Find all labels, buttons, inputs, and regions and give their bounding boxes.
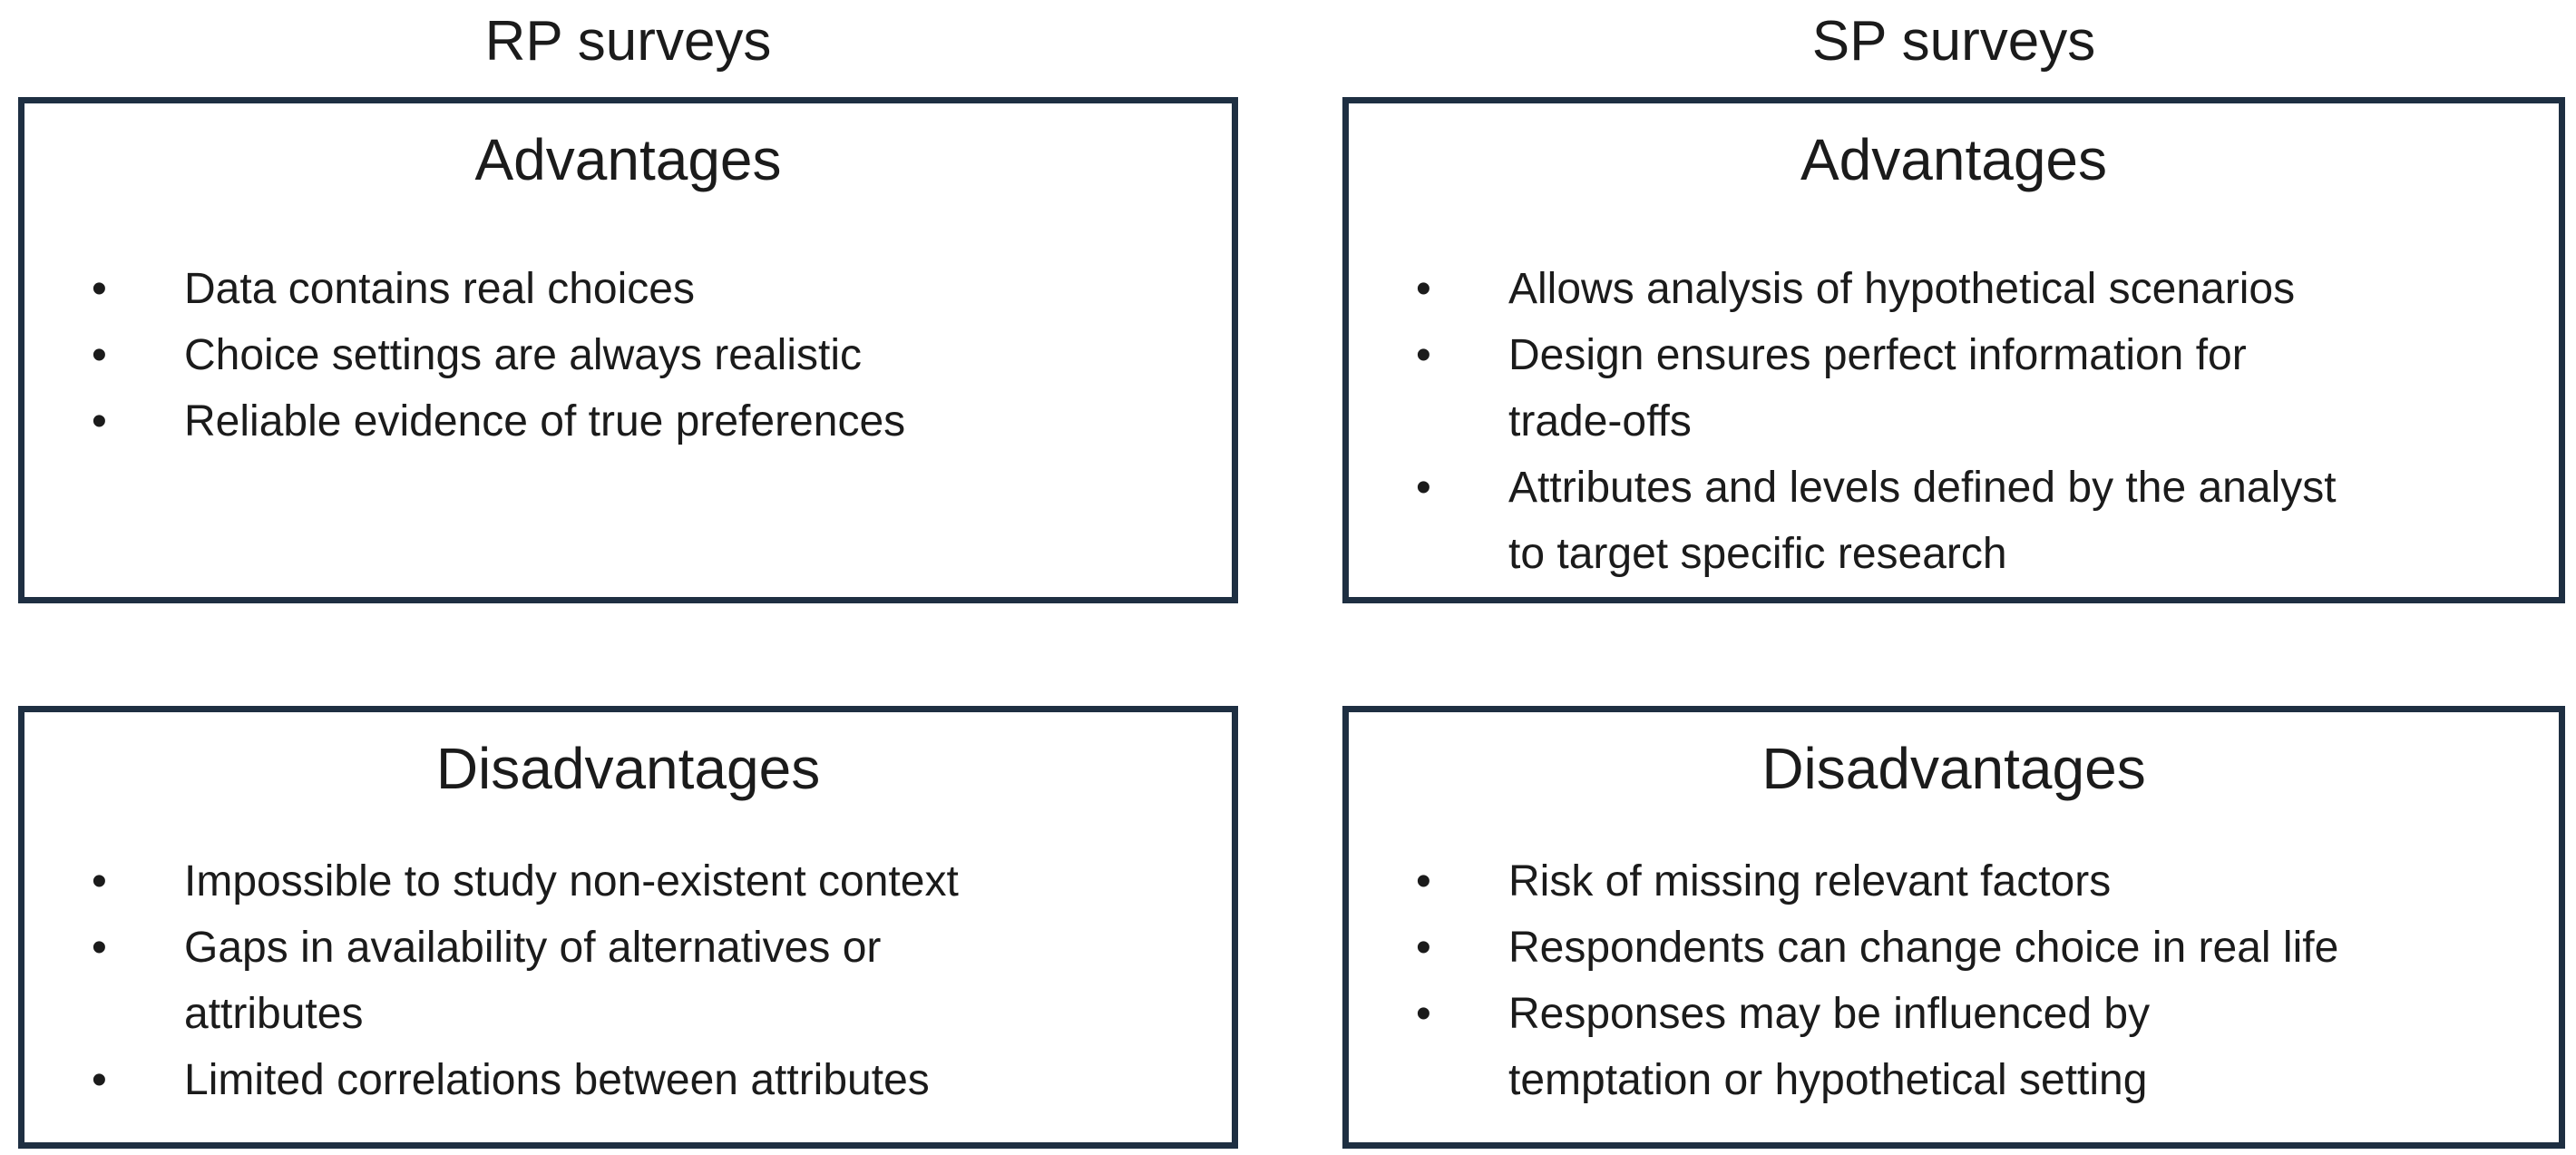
bullet-line: Gaps in availability of alternatives or	[184, 924, 882, 972]
bullet-line: Choice settings are always realistic	[184, 331, 862, 379]
bullet-line: Design ensures perfect information for	[1508, 331, 2247, 379]
box-heading: Advantages	[474, 127, 782, 192]
bullet-line: Data contains real choices	[184, 265, 695, 313]
box-heading: Advantages	[1800, 127, 2108, 192]
bullet-line: Allows analysis of hypothetical scenario…	[1508, 265, 2296, 313]
bullet-line: to target specific research	[1508, 530, 2007, 578]
bullet-list: Risk of missing relevant factors Respond…	[1349, 848, 2559, 1113]
bullet-line: Limited correlations between attributes	[184, 1056, 930, 1104]
bullet-list: Impossible to study non-existent context…	[24, 848, 1232, 1113]
box-rp-advantages: Advantages Data contains real choices Ch…	[18, 97, 1238, 603]
bullet-line: Responses may be influenced by	[1508, 990, 2151, 1038]
list-item: Impossible to study non-existent context	[24, 848, 1210, 915]
box-sp-disadvantages: Disadvantages Risk of missing relevant f…	[1342, 706, 2565, 1149]
list-item: Limited correlations between attributes	[24, 1047, 1210, 1113]
bullet-line: trade-offs	[1508, 397, 1692, 445]
bullet-line: Risk of missing relevant factors	[1508, 857, 2112, 905]
bullet-line: Impossible to study non-existent context	[184, 857, 959, 905]
list-item: Allows analysis of hypothetical scenario…	[1349, 256, 2537, 322]
bullet-list: Allows analysis of hypothetical scenario…	[1349, 256, 2559, 587]
bullet-list: Data contains real choices Choice settin…	[24, 256, 1232, 455]
bullet-line: temptation or hypothetical setting	[1508, 1056, 2148, 1104]
list-item: Gaps in availability of alternatives or …	[24, 915, 1210, 1047]
column-title-rp-surveys: RP surveys	[484, 10, 772, 73]
list-item: Design ensures perfect information for t…	[1349, 322, 2537, 455]
list-item: Choice settings are always realistic	[24, 322, 1210, 388]
box-heading: Disadvantages	[435, 736, 821, 801]
list-item: Respondents can change choice in real li…	[1349, 915, 2537, 981]
list-item: Data contains real choices	[24, 256, 1210, 322]
list-item: Risk of missing relevant factors	[1349, 848, 2537, 915]
list-item: Reliable evidence of true preferences	[24, 388, 1210, 455]
list-item: Attributes and levels defined by the ana…	[1349, 455, 2537, 587]
box-heading: Disadvantages	[1761, 736, 2146, 801]
bullet-line: attributes	[184, 990, 364, 1038]
column-title-sp-surveys: SP surveys	[1811, 10, 2096, 73]
list-item: Responses may be influenced by temptatio…	[1349, 981, 2537, 1113]
bullet-line: Respondents can change choice in real li…	[1508, 924, 2339, 972]
box-rp-disadvantages: Disadvantages Impossible to study non-ex…	[18, 706, 1238, 1149]
bullet-line: Attributes and levels defined by the ana…	[1508, 464, 2337, 512]
box-sp-advantages: Advantages Allows analysis of hypothetic…	[1342, 97, 2565, 603]
bullet-line: Reliable evidence of true preferences	[184, 397, 906, 445]
